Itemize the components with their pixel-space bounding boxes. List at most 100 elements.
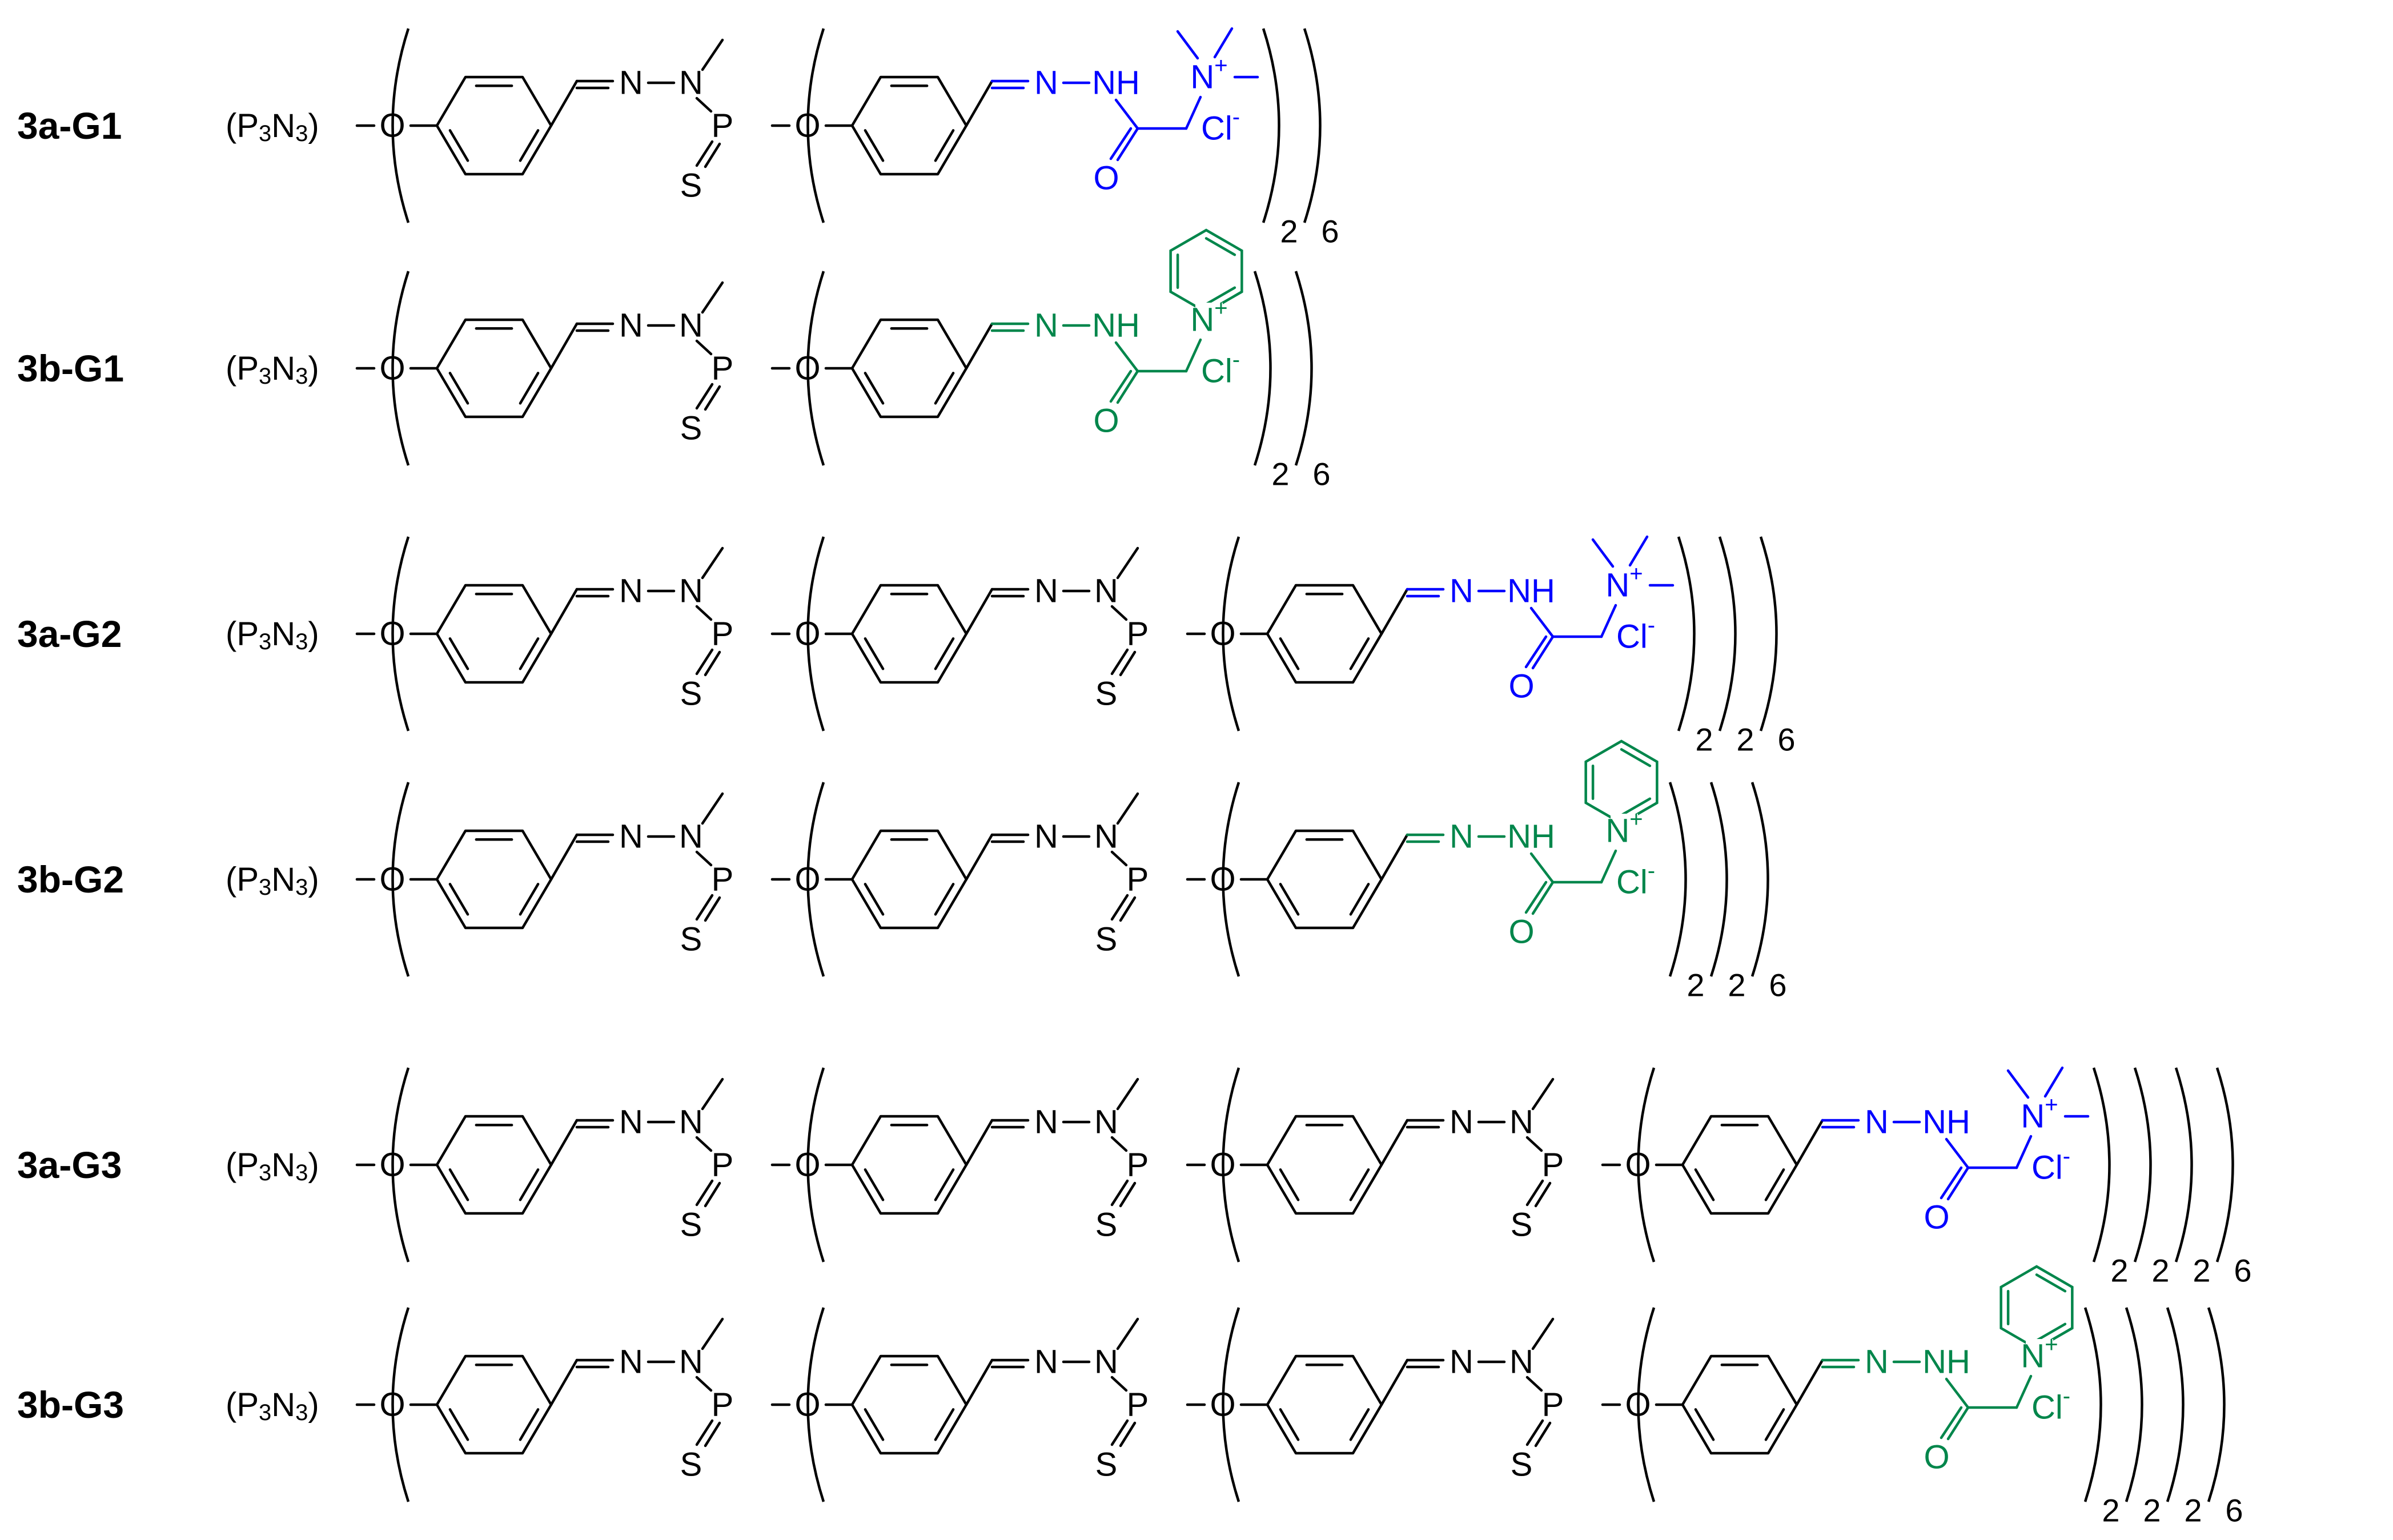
carbonyl-bond	[1531, 635, 1555, 670]
oxygen-atom: O	[379, 616, 405, 653]
ring-double-bond	[1349, 637, 1370, 670]
ammonium-nitrogen: N+	[1190, 53, 1227, 96]
methyl-bond	[1628, 535, 1649, 567]
ring-double-bond	[519, 129, 540, 162]
carbonyl-bond	[1116, 369, 1139, 404]
thiophosphoryl-bond	[1119, 1181, 1137, 1208]
benzene-ring	[1681, 1354, 1798, 1455]
ring-double-bond	[864, 129, 885, 162]
benzene-ring	[435, 1354, 553, 1455]
hydrazone-nitrogen: N	[1865, 1104, 1889, 1141]
sulfur-atom: S	[1095, 675, 1118, 713]
oxygen-atom: O	[1210, 1147, 1235, 1184]
carbonyl-bond	[1109, 127, 1133, 160]
methyl-bond	[1116, 792, 1139, 825]
amide-nitrogen: NH	[1507, 818, 1555, 855]
carbonyl-bond	[1940, 1406, 1963, 1440]
thiophosphoryl-bond	[704, 385, 721, 411]
amide-nitrogen: NH	[1092, 65, 1140, 102]
compound-label: 3a-G3	[17, 1144, 122, 1186]
sulfur-atom: S	[680, 921, 702, 958]
sulfur-atom: S	[1095, 1446, 1118, 1483]
benzene-ring	[850, 1115, 968, 1215]
hydrazone-nitrogen: N	[1450, 573, 1473, 610]
ring-double-bond	[864, 883, 885, 916]
pyridine-ring	[1169, 228, 1243, 314]
chloride-ion: Cl-	[1201, 347, 1240, 390]
branch-multiplier: 6	[1777, 722, 1795, 758]
branch-bracket	[1637, 1307, 1656, 1502]
oxygen-atom: O	[379, 1147, 405, 1184]
carbonyl-oxygen: O	[1093, 403, 1119, 440]
bond	[1110, 1376, 1128, 1392]
branch-bracket	[1262, 28, 1280, 223]
thiophosphoryl-bond	[695, 894, 714, 921]
thiophosphoryl-bond	[1110, 1179, 1129, 1207]
branch-multiplier: 2	[2143, 1493, 2161, 1529]
carbonyl-oxygen: O	[1508, 668, 1534, 705]
ring-double-bond	[448, 883, 469, 916]
branch-bracket	[1222, 782, 1240, 977]
nitrogen-atom: N	[1094, 1344, 1118, 1381]
amide-nitrogen: NH	[1922, 1344, 1970, 1381]
hydrazone-nitrogen: N	[1450, 818, 1473, 855]
ring-double-bond	[1279, 1168, 1300, 1201]
cyclotriphosphazene-core: (P3N3)	[226, 107, 319, 147]
branch-bracket	[2215, 1067, 2234, 1262]
ring-double-bond	[934, 637, 955, 670]
benzene-ring	[435, 318, 553, 419]
ring-double-bond	[448, 129, 469, 162]
methine-bond	[549, 1358, 579, 1406]
branch-multiplier: 2	[1695, 722, 1713, 758]
pyridine-ring	[1584, 739, 1659, 825]
branch-bracket	[1718, 536, 1737, 731]
ammonium-nitrogen: N+	[2021, 1092, 2058, 1135]
cyclotriphosphazene-core: (P3N3)	[226, 861, 319, 900]
sulfur-atom: S	[680, 1207, 702, 1244]
thiophosphoryl-bond	[1534, 1181, 1552, 1208]
branch-bracket	[391, 536, 410, 731]
nitrogen-atom: N	[679, 1344, 703, 1381]
chloride-ion: Cl-	[1616, 613, 1655, 656]
thiophosphoryl-bond	[1119, 1421, 1137, 1447]
phosphorus-atom: P	[1127, 616, 1149, 653]
ring-double-bond	[1620, 748, 1652, 767]
compound-label: 3b-G2	[17, 858, 124, 900]
bond	[1945, 1137, 1970, 1169]
benzene-ring	[850, 1354, 968, 1455]
branch-bracket	[1759, 536, 1778, 731]
nitrogen-atom: N	[679, 818, 703, 855]
nitrogen-atom: N	[1034, 1344, 1058, 1381]
cyclotriphosphazene-core: (P3N3)	[226, 1147, 319, 1186]
branch-multiplier: 2	[2151, 1253, 2169, 1289]
ring-double-bond	[1279, 1408, 1300, 1441]
nitrogen-atom: N	[619, 818, 643, 855]
benzene-ring	[435, 829, 553, 930]
ring-double-bond	[519, 1408, 540, 1441]
ring-double-bond	[864, 1408, 885, 1441]
branch-multiplier: 6	[1769, 967, 1786, 1003]
bond	[1529, 606, 1555, 638]
phosphorus-atom: P	[1542, 1386, 1564, 1424]
branch-bracket	[1222, 1067, 1240, 1262]
methine-bond	[549, 833, 579, 881]
phosphorus-atom: P	[712, 616, 734, 653]
oxygen-atom: O	[794, 1147, 820, 1184]
oxygen-atom: O	[794, 107, 820, 144]
thiophosphoryl-bond	[704, 1181, 721, 1208]
chloride-ion: Cl-	[1616, 858, 1655, 901]
methyl-bond	[1591, 538, 1615, 568]
thiophosphoryl-bond	[704, 650, 721, 677]
hydrazone-nitrogen: N	[1865, 1344, 1889, 1381]
bond	[1114, 341, 1139, 373]
bond	[695, 1136, 713, 1152]
methine-bond	[965, 1358, 994, 1406]
thiophosphoryl-bond	[695, 140, 714, 167]
branch-bracket	[806, 28, 825, 223]
benzene-ring	[850, 75, 968, 176]
compound-label: 3a-G2	[17, 613, 122, 655]
bond	[1114, 98, 1139, 130]
methyl-bond	[1116, 546, 1139, 580]
